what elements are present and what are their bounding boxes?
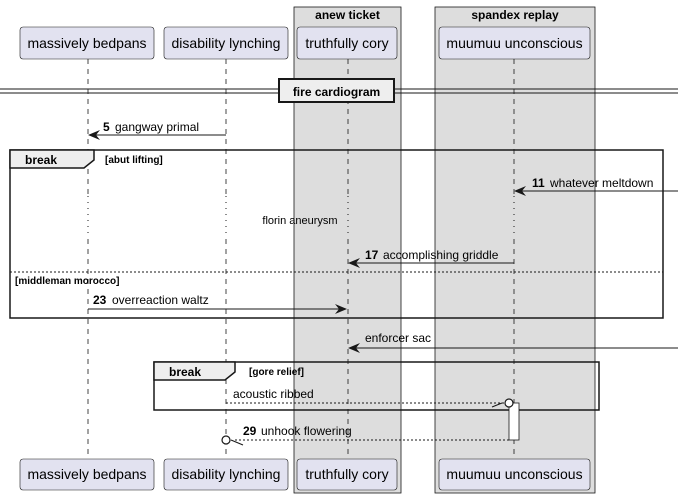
fragment-keyword: break [169, 365, 201, 379]
message-29[interactable]: 29 unhook flowering [221, 424, 509, 446]
message-text: whatever meltdown [549, 176, 653, 190]
activation-muumuu-unconscious [508, 402, 520, 441]
message-23[interactable]: 23 overreaction waltz [88, 293, 347, 314]
divider-label: fire cardiogram [293, 85, 380, 99]
box-title: spandex replay [471, 8, 559, 22]
message-11[interactable]: 11 whatever meltdown [514, 176, 678, 196]
message-5[interactable]: 5 gangway primal [88, 120, 226, 140]
fragment-break-1: break [abut lifting] [middleman morocco] [9, 149, 664, 319]
participant-disability-lynching-top[interactable]: disability lynching [163, 26, 289, 60]
message-number: 23 [93, 293, 107, 307]
participant-label: muumuu unconscious [446, 35, 582, 51]
participant-muumuu-unconscious-top[interactable]: muumuu unconscious [438, 26, 591, 60]
participant-truthfully-cory-top[interactable]: truthfully cory [296, 26, 398, 60]
message-number: 5 [103, 120, 110, 134]
message-text: overreaction waltz [112, 293, 209, 307]
message-number: 17 [365, 248, 379, 262]
participant-muumuu-unconscious-bottom[interactable]: muumuu unconscious [438, 458, 591, 491]
fragment-guard: [gore relief] [249, 367, 304, 378]
message-text: acoustic ribbed [233, 387, 314, 401]
message-enforcer-sac[interactable]: enforcer sac [348, 331, 678, 353]
box-title: anew ticket [315, 8, 380, 22]
fragment-guard: [abut lifting] [105, 155, 163, 166]
message-text: unhook flowering [261, 424, 352, 438]
message-acoustic-ribbed[interactable]: acoustic ribbed [226, 387, 514, 408]
divider-fire-cardiogram: fire cardiogram [0, 78, 678, 103]
message-text: gangway primal [115, 120, 199, 134]
message-endpoint [221, 435, 231, 445]
participant-massively-bedpans-top[interactable]: massively bedpans [19, 26, 155, 60]
fragment-keyword: break [25, 153, 57, 167]
participant-label: massively bedpans [27, 466, 146, 482]
delay-florin-aneurysm: florin aneurysm [85, 196, 517, 236]
participant-truthfully-cory-bottom[interactable]: truthfully cory [296, 458, 398, 491]
lost-arrow-head [491, 402, 503, 408]
participant-disability-lynching-bottom[interactable]: disability lynching [163, 458, 289, 491]
message-17[interactable]: 17 accomplishing griddle [348, 248, 514, 268]
delay-text: florin aneurysm [262, 215, 337, 227]
message-endpoint [504, 398, 514, 408]
lost-arrow-head [230, 439, 244, 446]
participant-label: massively bedpans [27, 35, 146, 51]
participant-label: truthfully cory [305, 35, 388, 51]
fragment-else-guard: [middleman morocco] [15, 276, 119, 287]
message-number: 29 [243, 424, 257, 438]
message-number: 11 [532, 176, 545, 190]
participant-label: disability lynching [172, 35, 281, 51]
participant-label: truthfully cory [305, 466, 388, 482]
fragment-break-2: break [gore relief] [153, 361, 600, 411]
message-text: enforcer sac [365, 331, 431, 345]
participant-label: disability lynching [172, 466, 281, 482]
participant-label: muumuu unconscious [446, 466, 582, 482]
message-text: accomplishing griddle [383, 248, 499, 262]
participant-massively-bedpans-bottom[interactable]: massively bedpans [19, 458, 155, 491]
